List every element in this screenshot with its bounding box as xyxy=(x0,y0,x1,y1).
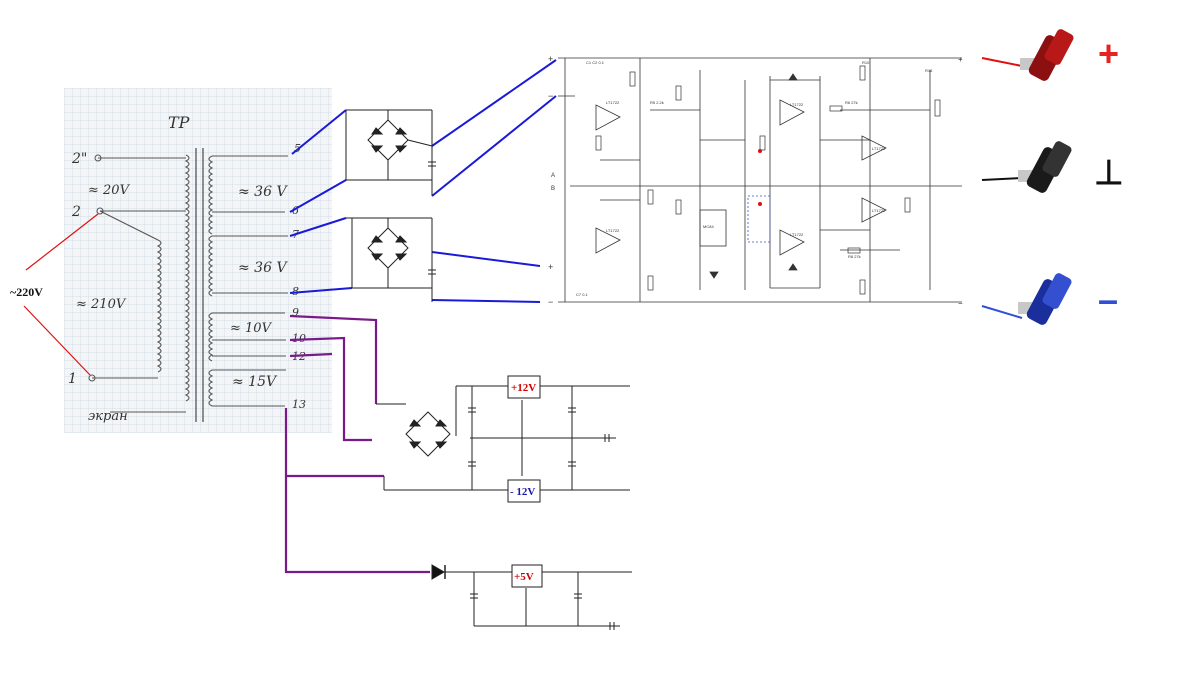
amplifier-schematic xyxy=(558,57,962,303)
pin-8: 8 xyxy=(292,285,299,298)
terminal-minus-symbol: – xyxy=(1098,279,1118,320)
svg-text:LT1722: LT1722 xyxy=(606,228,620,233)
led-dot-2 xyxy=(758,202,762,206)
amp-input-b: B xyxy=(551,186,555,192)
pin-10: 10 xyxy=(292,332,306,345)
primary-coil xyxy=(156,154,190,402)
secondary-10v-label: ≈ 10V xyxy=(230,321,273,336)
regulator-minus-12v: - 12V xyxy=(510,486,535,498)
svg-text:C1 C2 0.1: C1 C2 0.1 xyxy=(586,60,605,65)
amplifier-resistors xyxy=(595,65,941,295)
transformer-title: ТР xyxy=(168,113,190,132)
terminal-ground[interactable] xyxy=(981,140,1073,195)
amp-node-minus-top: − xyxy=(548,91,553,101)
svg-text:R8 27k: R8 27k xyxy=(848,254,861,259)
dc-wires xyxy=(289,59,557,303)
pin-label-2q: 2" xyxy=(71,151,87,167)
mains-wire-top xyxy=(25,213,99,271)
bridge-rectifier-1 xyxy=(345,109,436,196)
secondary-coils xyxy=(208,155,214,407)
pin-6: 6 xyxy=(292,204,299,217)
svg-text:R15: R15 xyxy=(925,68,933,73)
pin-label-1: 1 xyxy=(68,371,77,387)
terminal-ground-symbol: ⊥ xyxy=(1094,154,1124,192)
secondary-36v-label-1: ≈ 36 V xyxy=(238,184,288,200)
svg-text:MC84: MC84 xyxy=(703,224,714,229)
svg-text:C7 0.1: C7 0.1 xyxy=(576,292,589,297)
amplifier-tiny-labels: C1 C2 0.1 LT1722 LT1722 LT1722 LT1722 LT… xyxy=(576,60,933,297)
mains-voltage-label: ~220V xyxy=(10,285,43,299)
svg-text:R5 2.2k: R5 2.2k xyxy=(650,100,664,105)
regulator-plus-5v: +5V xyxy=(514,571,534,583)
bridge-rectifier-2 xyxy=(346,217,436,302)
pin-label-2: 2 xyxy=(71,204,81,220)
mains-wire-bottom xyxy=(23,305,91,376)
svg-text:LT1722: LT1722 xyxy=(790,232,804,237)
svg-text:LT1722: LT1722 xyxy=(872,208,886,213)
pin-9: 9 xyxy=(292,306,299,319)
screen-label: экран xyxy=(88,409,128,424)
plus-minus-12v-supply xyxy=(376,375,630,503)
primary-20v-label: ≈ 20V xyxy=(88,183,131,198)
amp-node-plus-top: + xyxy=(548,54,553,64)
primary-210v-label: ≈ 210V xyxy=(76,297,127,312)
secondary-15v-label: ≈ 15V xyxy=(232,374,278,390)
amp-input-a: A xyxy=(551,173,555,179)
secondary-36v-label-2: ≈ 36 V xyxy=(238,260,288,276)
terminal-plus-symbol: + xyxy=(1098,33,1119,74)
amp-out-minus-node: − xyxy=(958,299,963,308)
amp-node-plus-bottom: + xyxy=(548,262,553,272)
transformer-sketch: ТР 2" ≈ 20V 2 ≈ 210V 1 экран xyxy=(64,88,332,433)
terminal-positive[interactable] xyxy=(981,28,1075,83)
svg-text:R10: R10 xyxy=(862,60,870,65)
amp-node-minus-bottom: − xyxy=(548,297,553,307)
aux-wires xyxy=(284,314,430,574)
amp-out-plus-node: + xyxy=(958,55,963,64)
led-dot-1 xyxy=(758,149,762,153)
svg-text:LT1722: LT1722 xyxy=(606,100,620,105)
svg-text:LT1722: LT1722 xyxy=(872,146,886,151)
pin-13: 13 xyxy=(292,398,306,411)
svg-text:LT1722: LT1722 xyxy=(790,102,804,107)
terminal-negative[interactable] xyxy=(981,272,1073,327)
plus-5v-supply xyxy=(431,564,632,630)
svg-text:R6 27k: R6 27k xyxy=(845,100,858,105)
regulator-plus-12v: +12V xyxy=(511,382,536,394)
